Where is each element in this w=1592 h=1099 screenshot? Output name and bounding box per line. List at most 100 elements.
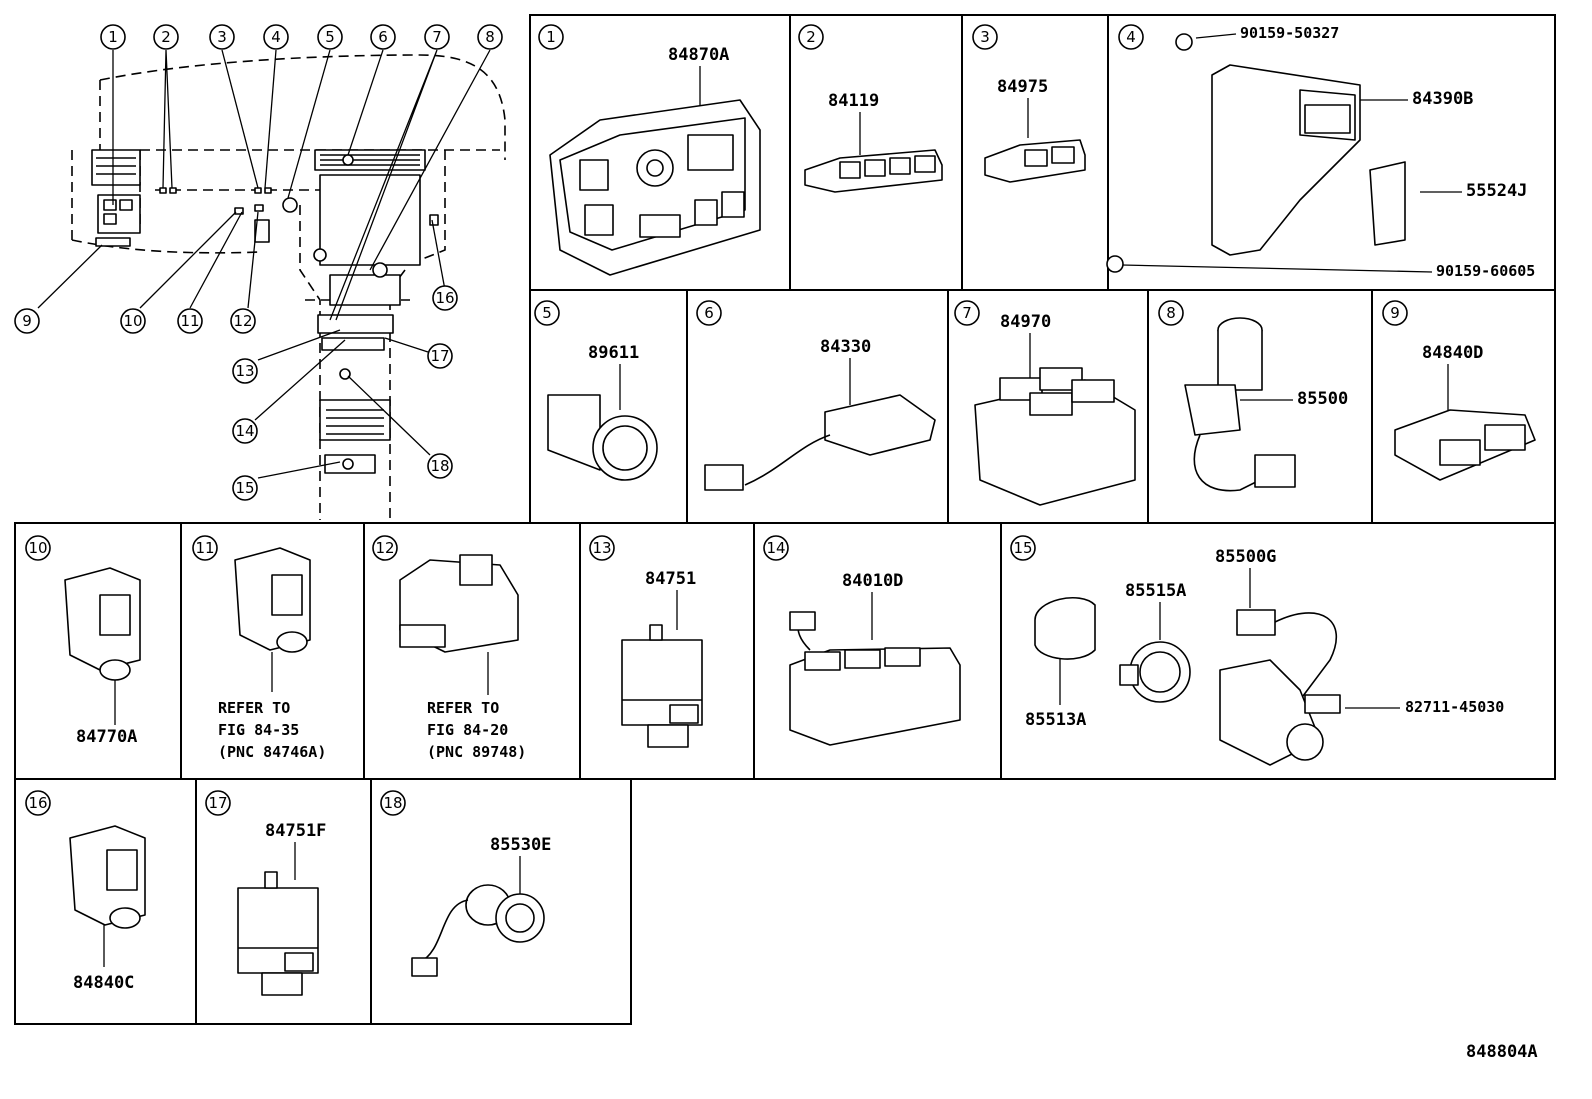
panel-7: 7 84970 xyxy=(954,300,1136,506)
part-85515A: 85515A xyxy=(1125,581,1186,601)
callout-10: 10 xyxy=(120,308,146,334)
svg-text:1: 1 xyxy=(108,28,118,46)
svg-text:11: 11 xyxy=(195,539,214,557)
callout-6: 6 xyxy=(370,24,396,50)
panel-11: 11 REFER TO FIG 84-35 (PNC 84746A) xyxy=(192,535,326,761)
callout-11: 11 xyxy=(177,308,203,334)
panel-1: 1 84870A xyxy=(538,24,761,276)
callout-5: 5 xyxy=(317,24,343,50)
panel-6: 6 84330 xyxy=(696,300,936,491)
part-84840D: 84840D xyxy=(1422,343,1483,363)
part-84751: 84751 xyxy=(645,569,696,589)
svg-text:18: 18 xyxy=(430,457,449,475)
part-85530E: 85530E xyxy=(490,835,551,855)
refer-text-line3: (PNC 84746A) xyxy=(218,743,326,761)
part-55524J: 55524J xyxy=(1466,181,1527,201)
part-84390B: 84390B xyxy=(1412,89,1473,109)
part-84751F: 84751F xyxy=(265,821,326,841)
svg-text:1: 1 xyxy=(546,28,556,46)
svg-text:13: 13 xyxy=(592,539,611,557)
svg-text:14: 14 xyxy=(235,422,254,440)
part-84119: 84119 xyxy=(828,91,879,111)
callout-14: 14 xyxy=(232,418,258,444)
svg-text:17: 17 xyxy=(208,794,227,812)
callout-4: 4 xyxy=(263,24,289,50)
panel-18: 18 85530E xyxy=(380,790,551,977)
part-85500G: 85500G xyxy=(1215,547,1276,567)
svg-text:14: 14 xyxy=(766,539,785,557)
panel-2: 2 84119 xyxy=(798,24,943,193)
callout-7: 7 xyxy=(424,24,450,50)
refer-text-line3: (PNC 89748) xyxy=(427,743,526,761)
svg-text:11: 11 xyxy=(180,312,199,330)
panel-10: 10 84770A xyxy=(25,535,141,747)
part-84010D: 84010D xyxy=(842,571,903,591)
part-84330: 84330 xyxy=(820,337,871,357)
part-84840C: 84840C xyxy=(73,973,134,993)
svg-text:5: 5 xyxy=(542,304,552,322)
part-82711-45030: 82711-45030 xyxy=(1405,698,1504,716)
svg-text:7: 7 xyxy=(962,304,972,322)
part-84870A: 84870A xyxy=(668,45,729,65)
svg-text:8: 8 xyxy=(1166,304,1176,322)
svg-text:12: 12 xyxy=(233,312,252,330)
svg-text:16: 16 xyxy=(435,289,454,307)
svg-text:12: 12 xyxy=(375,539,394,557)
panel-5: 5 89611 xyxy=(534,300,658,481)
callout-1: 1 xyxy=(100,24,126,50)
part-90159-60605: 90159-60605 xyxy=(1436,262,1535,280)
callout-17: 17 xyxy=(427,343,453,369)
svg-text:7: 7 xyxy=(432,28,442,46)
part-84970: 84970 xyxy=(1000,312,1051,332)
panel-8: 8 85500 xyxy=(1158,300,1348,492)
part-90159-50327: 90159-50327 xyxy=(1240,24,1339,42)
svg-text:13: 13 xyxy=(235,362,254,380)
svg-text:8: 8 xyxy=(485,28,495,46)
svg-text:15: 15 xyxy=(235,479,254,497)
refer-text-line1: REFER TO xyxy=(427,699,499,717)
figure-id: 848804A xyxy=(1466,1042,1538,1062)
refer-text-line2: FIG 84-35 xyxy=(218,721,299,739)
svg-text:9: 9 xyxy=(1390,304,1400,322)
svg-text:2: 2 xyxy=(161,28,171,46)
panel-4: 4 90159-50327 84390B 55524J 90159-60605 xyxy=(1106,24,1535,280)
svg-text:10: 10 xyxy=(123,312,142,330)
panel-frames xyxy=(14,14,1556,1025)
part-84975: 84975 xyxy=(997,77,1048,97)
panel-13: 13 84751 xyxy=(589,535,703,748)
part-85500: 85500 xyxy=(1297,389,1348,409)
part-89611: 89611 xyxy=(588,343,639,363)
callout-15: 15 xyxy=(232,475,258,501)
part-84770A: 84770A xyxy=(76,727,137,747)
panel-12: 12 REFER TO FIG 84-20 (PNC 89748) xyxy=(372,535,526,761)
svg-text:16: 16 xyxy=(28,794,47,812)
callout-2: 2 xyxy=(153,24,179,50)
svg-text:3: 3 xyxy=(217,28,227,46)
refer-text-line1: REFER TO xyxy=(218,699,290,717)
panel-15: 15 85500G 85515A 85513A 82711-45030 xyxy=(1010,535,1504,766)
panel-16: 16 84840C xyxy=(25,790,146,993)
svg-text:10: 10 xyxy=(28,539,47,557)
panel-17: 17 84751F xyxy=(205,790,326,996)
svg-text:5: 5 xyxy=(325,28,335,46)
callout-16: 16 xyxy=(432,285,458,311)
svg-text:3: 3 xyxy=(980,28,990,46)
dashboard-overview xyxy=(37,49,506,520)
svg-text:15: 15 xyxy=(1013,539,1032,557)
svg-text:4: 4 xyxy=(1126,28,1136,46)
svg-text:9: 9 xyxy=(22,312,32,330)
svg-text:4: 4 xyxy=(271,28,281,46)
callout-3: 3 xyxy=(209,24,235,50)
panel-14: 14 84010D xyxy=(763,535,961,746)
svg-text:6: 6 xyxy=(378,28,388,46)
panel-9: 9 84840D xyxy=(1382,300,1536,481)
svg-text:6: 6 xyxy=(704,304,714,322)
overview-callouts: 1 2 3 4 5 6 7 8 9 10 11 12 13 14 15 16 1… xyxy=(14,24,503,501)
callout-12: 12 xyxy=(230,308,256,334)
callout-18: 18 xyxy=(427,453,453,479)
callout-13: 13 xyxy=(232,358,258,384)
svg-text:2: 2 xyxy=(806,28,816,46)
refer-text-line2: FIG 84-20 xyxy=(427,721,508,739)
panel-3: 3 84975 xyxy=(972,24,1086,183)
